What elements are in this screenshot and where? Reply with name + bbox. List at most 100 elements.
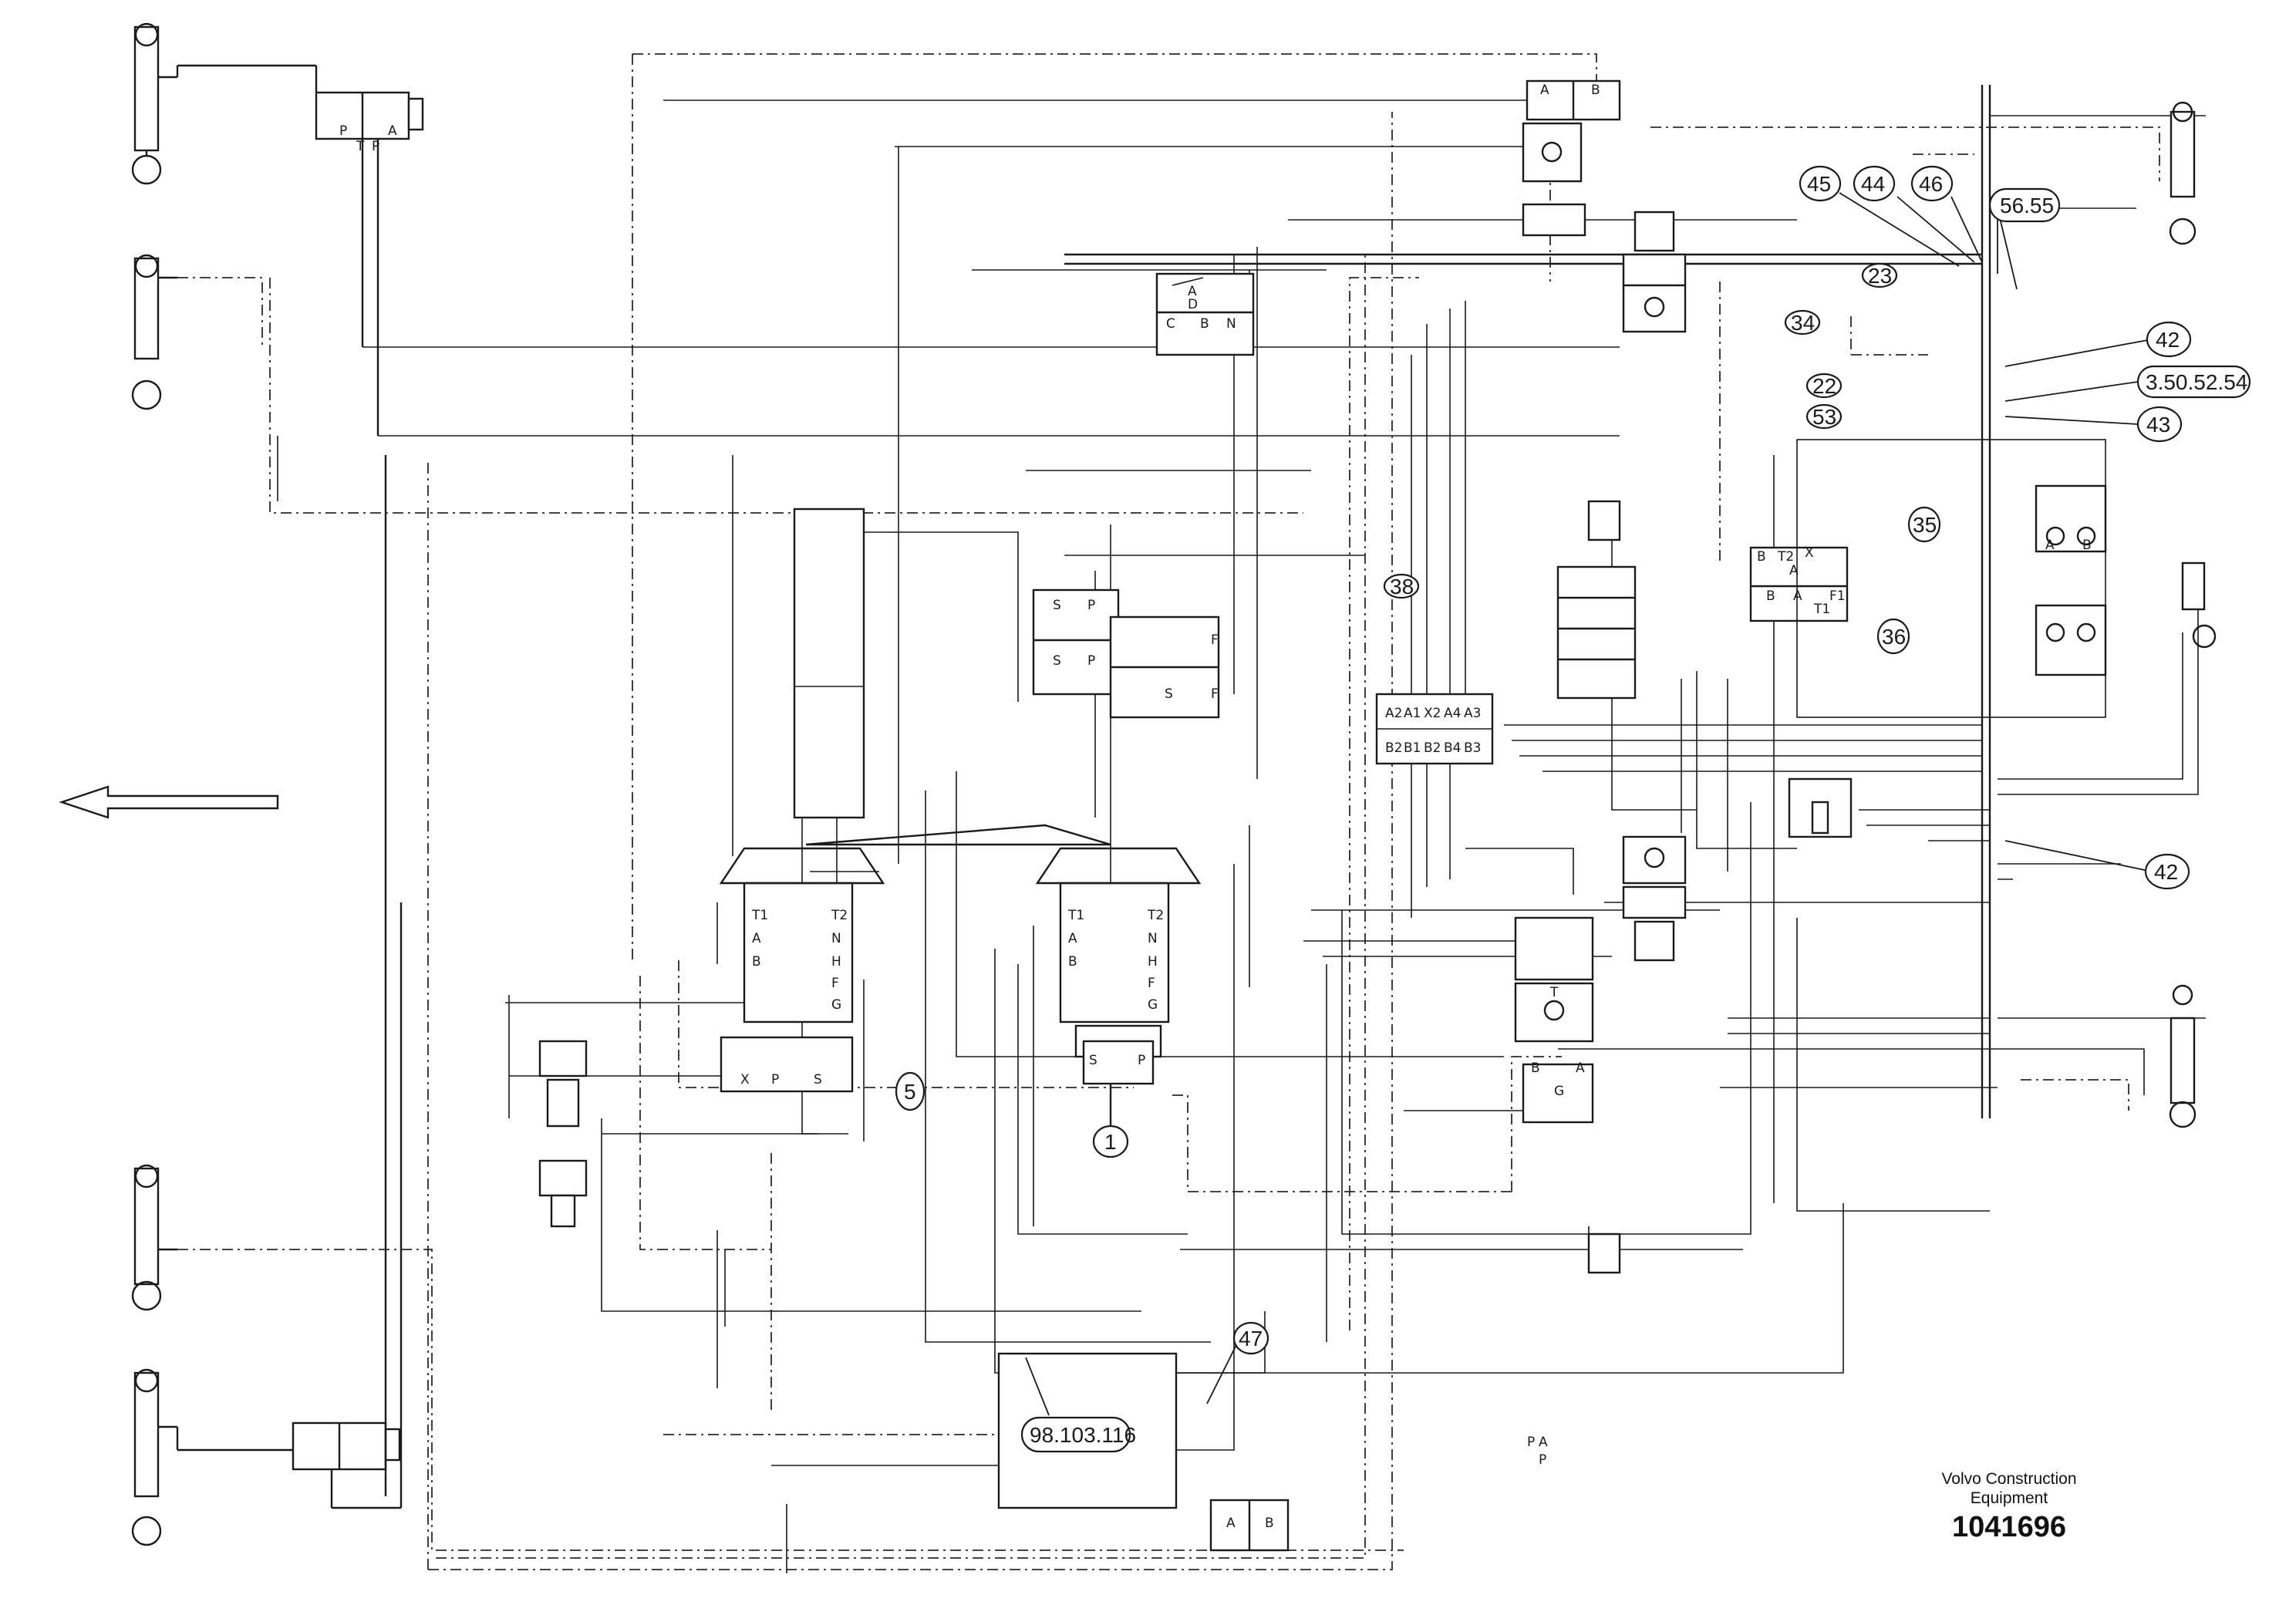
port-label: B2 (1424, 740, 1441, 756)
port-label: A (1576, 1061, 1585, 1076)
right-frame (1796, 439, 2107, 718)
port-label: A2 (1385, 706, 1402, 721)
callout-label: 53 (1812, 405, 1836, 429)
bottom-center-fitting (1587, 1233, 1621, 1274)
callout-label: 56.55 (2000, 194, 2054, 218)
port-label: P (339, 123, 347, 139)
port-label: T2 (831, 908, 848, 923)
port-label: P (1527, 1435, 1535, 1450)
port-label: T1 (1813, 602, 1830, 617)
port-label: T (356, 139, 365, 154)
port-label: B (2082, 538, 2092, 553)
port-label: A (1793, 588, 1802, 604)
left-check-valves (538, 1040, 588, 1228)
port-label: A (1789, 563, 1799, 578)
port-label: F (1211, 686, 1219, 702)
port-label: X2 (1424, 706, 1441, 721)
port-label: C (1166, 316, 1175, 332)
port-label: X (1805, 545, 1814, 561)
port-label: P (1539, 1452, 1546, 1468)
top-motor (1622, 211, 1687, 333)
callout-label: 36 (1882, 625, 1906, 649)
port-label: B (1068, 954, 1077, 969)
port-label: B1 (1404, 740, 1421, 756)
callouts: 45 44 46 56.55 42 3.50.52.54 43 23 34 22… (895, 165, 2251, 1453)
callout-label: 23 (1868, 264, 1892, 288)
callout-label: 42 (2156, 328, 2180, 352)
left-top-valve (176, 64, 424, 436)
callout-label: 35 (1913, 513, 1937, 537)
top-center-valve (1522, 79, 1621, 237)
port-label: A3 (1464, 706, 1481, 721)
port-label: H (1148, 954, 1158, 969)
port-label: S (1089, 1053, 1097, 1068)
port-label: B (1265, 1516, 1274, 1531)
port-label: B3 (1464, 740, 1481, 756)
port-label: P (1138, 1053, 1145, 1068)
right-center-valve (1788, 777, 1853, 838)
port-label: A (388, 123, 397, 139)
port-label: A (2045, 538, 2055, 553)
port-label: T2 (1777, 549, 1794, 565)
port-label: F (1211, 632, 1219, 648)
callout-label: 45 (1807, 172, 1831, 196)
pilot-lines (177, 53, 2160, 1570)
port-label: B (1757, 549, 1766, 565)
bottom-motor (1622, 835, 1687, 962)
port-label: T (1549, 985, 1559, 1000)
port-label: B (1200, 316, 1209, 332)
port-label: S (814, 1072, 822, 1088)
port-label: P (1087, 598, 1095, 613)
callout-label: 42 (2154, 860, 2178, 884)
brand-block: Volvo Construction Equipment 1041696 (1882, 1469, 2136, 1546)
port-label: A (1188, 284, 1197, 299)
callout-label: 34 (1791, 311, 1815, 335)
port-label: D (1188, 297, 1198, 312)
lower-right-valve (1514, 916, 1594, 1124)
port-label: N (831, 931, 841, 946)
callout-label: 5 (904, 1080, 916, 1104)
port-label: B (1591, 83, 1600, 98)
brand-line-2: Equipment (1970, 1489, 2048, 1507)
port-label: A (752, 931, 761, 946)
brand-line-1: Volvo Construction (1941, 1470, 2077, 1488)
port-label: F1 (1829, 588, 1846, 604)
port-label: S (1053, 653, 1061, 669)
port-label: H (831, 954, 841, 969)
port-label: F (831, 976, 839, 991)
port-label: B (752, 954, 761, 969)
callout-leaders (1025, 192, 2153, 1416)
port-label: P (372, 139, 379, 154)
upper-valve-block (1155, 272, 1255, 356)
port-label: B (1766, 588, 1775, 604)
left-cylinder-upper (131, 254, 177, 410)
port-label: P (771, 1072, 779, 1088)
callout-label: 47 (1239, 1327, 1263, 1351)
bottom-small-valve (1209, 1499, 1290, 1552)
middle-valve-pair (1032, 588, 1220, 719)
callout-label: 43 (2146, 413, 2170, 437)
callout-label: 98.103.116 (1030, 1423, 1136, 1447)
callout-label: 3.50.52.54 (2146, 370, 2247, 394)
port-label: X (740, 1072, 750, 1088)
port-label: B2 (1385, 740, 1402, 756)
port-label: G (831, 997, 841, 1013)
port-label: B4 (1444, 740, 1461, 756)
port-label: G (1148, 997, 1158, 1013)
direction-arrow-icon (59, 785, 279, 819)
left-cylinder-top (131, 22, 177, 185)
port-label: A (1539, 1435, 1548, 1450)
port-label: T1 (751, 908, 768, 923)
tall-valve-stack (1556, 500, 1637, 700)
left-cylinder-lower (131, 1164, 177, 1311)
port-label: S (1165, 686, 1173, 702)
right-cylinders (2169, 101, 2217, 1128)
pump-unit-right (805, 824, 1202, 1058)
callout-label: 1 (1104, 1130, 1117, 1154)
left-bottom-valve (176, 455, 403, 1509)
left-cylinder-bottom (131, 1368, 177, 1546)
right-valve-block (1749, 546, 1849, 622)
port-label: A1 (1404, 706, 1421, 721)
port-label: A (1068, 931, 1077, 946)
